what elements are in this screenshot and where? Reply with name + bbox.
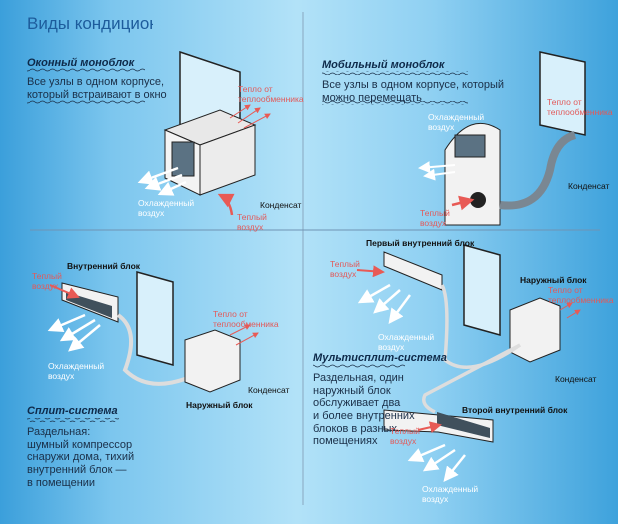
mobile-unit-heat-label: Тепло от теплообменника [547, 97, 613, 117]
window-unit-warm-label: Теплый воздух [237, 212, 267, 232]
multi-warm-label: Теплый воздух [330, 259, 360, 279]
window-unit-cool-label: Охлажденный воздух [138, 198, 195, 218]
split-warm-label: Теплый воздух [32, 271, 62, 291]
split-cool-label: Охлажденный воздух [48, 361, 105, 381]
multi-condensate-label: Конденсат [555, 374, 597, 384]
split-heat-label: Тепло от теплообменника [213, 309, 279, 329]
mobile-unit-heading: Мобильный моноблок [322, 59, 445, 71]
window-unit-condensate-label: Конденсат [260, 200, 302, 210]
multi-split-heading: Мультисплит-система [313, 352, 447, 364]
multi-split-description: Раздельная, один наружный блок обслужива… [313, 372, 415, 448]
mobile-unit-cool-label: Охлажденный воздух [428, 112, 485, 132]
multi-split-illustration [356, 244, 581, 482]
multi-heat-label: Тепло от теплообменника [548, 285, 614, 305]
mobile-unit-condensate-label: Конденсат [568, 181, 610, 191]
mobile-unit-description: Все узлы в одном корпусе, который можно … [322, 79, 505, 104]
multi-first-indoor-label: Первый внутренний блок [366, 238, 475, 248]
window-unit-description: Все узлы в одном корпусе, который встраи… [27, 76, 167, 101]
split-condensate-label: Конденсат [248, 385, 290, 395]
mobile-unit-warm-label: Теплый воздух [420, 208, 450, 228]
page-title: Виды кондиционеров [27, 14, 153, 33]
multi-outdoor-label: Наружный блок [520, 275, 587, 285]
split-system-illustration [47, 271, 259, 393]
multi-warm-label-2: Теплый воздух [390, 426, 420, 446]
multi-second-indoor-label: Второй внутренний блок [462, 405, 568, 415]
window-unit-heading: Оконный моноблок [27, 57, 135, 69]
split-system-description: Раздельная: шумный компрессор снаружи до… [27, 426, 135, 489]
multi-cool-label: Охлажденный воздух [378, 332, 435, 352]
split-outdoor-label: Наружный блок [186, 400, 253, 410]
mobile-unit-illustration [418, 51, 586, 226]
window-unit-heat-label: Тепло от теплообменника [238, 84, 304, 104]
split-indoor-label: Внутренний блок [67, 261, 141, 271]
window-unit-illustration [137, 50, 271, 216]
split-system-heading: Сплит-система [27, 405, 118, 417]
multi-cool-label-2: Охлажденный воздух [422, 484, 479, 504]
